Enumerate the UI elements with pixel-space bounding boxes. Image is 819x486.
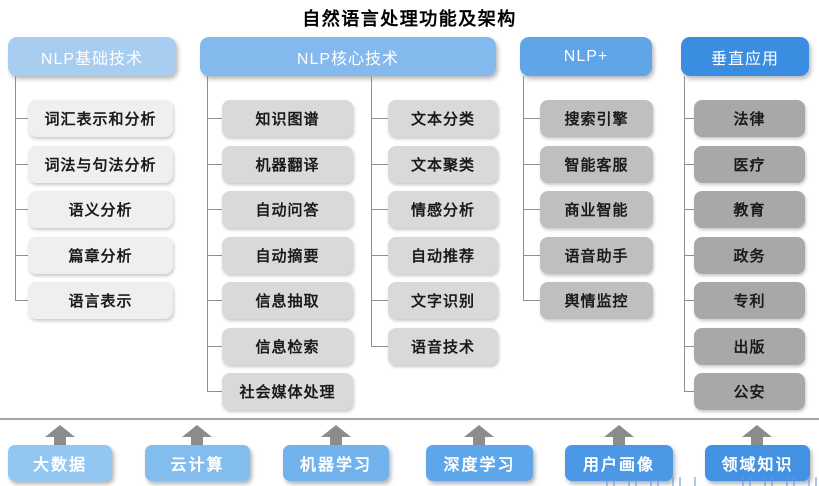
connector-branch bbox=[684, 346, 694, 347]
node-basic-semantic-analysis: 语义分析 bbox=[28, 191, 173, 228]
node-vertical-education: 教育 bbox=[694, 191, 805, 228]
node-plus-business-intelligence: 商业智能 bbox=[540, 191, 653, 228]
connector-branch bbox=[207, 209, 222, 210]
connector-branch bbox=[684, 118, 694, 119]
up-arrow-icon bbox=[464, 425, 494, 445]
node-core-text-classification: 文本分类 bbox=[388, 100, 498, 137]
node-core-information-extraction: 信息抽取 bbox=[222, 282, 353, 319]
node-core-auto-recommendation: 自动推荐 bbox=[388, 237, 498, 274]
foundation-deep-learning: 深度学习 bbox=[426, 445, 533, 481]
column-header-nlp-plus: NLP+ bbox=[520, 37, 652, 76]
column-header-vertical-apps: 垂直应用 bbox=[681, 37, 809, 76]
up-arrow-icon bbox=[45, 425, 75, 445]
connector-trunk-core-right bbox=[371, 76, 372, 346]
node-core-information-retrieval: 信息检索 bbox=[222, 328, 353, 365]
foundation-user-profile: 用户画像 bbox=[565, 445, 673, 481]
node-core-question-answering: 自动问答 bbox=[222, 191, 353, 228]
connector-branch bbox=[207, 391, 222, 392]
connector-branch bbox=[684, 164, 694, 165]
connector-branch bbox=[207, 346, 222, 347]
node-basic-morph-syntax-analysis: 词法与句法分析 bbox=[28, 146, 173, 183]
node-vertical-public-security: 公安 bbox=[694, 373, 805, 410]
watermark-partial bbox=[738, 477, 818, 486]
watermark-partial bbox=[602, 477, 698, 486]
connector-branch bbox=[15, 255, 28, 256]
connector-branch bbox=[523, 164, 540, 165]
connector-branch bbox=[371, 164, 388, 165]
node-core-social-media-processing: 社会媒体处理 bbox=[222, 373, 353, 410]
node-core-text-clustering: 文本聚类 bbox=[388, 146, 498, 183]
up-arrow-icon bbox=[604, 425, 634, 445]
connector-branch bbox=[371, 255, 388, 256]
up-arrow-icon bbox=[742, 425, 772, 445]
connector-branch bbox=[684, 391, 694, 392]
connector-branch bbox=[207, 255, 222, 256]
foundation-machine-learning: 机器学习 bbox=[283, 445, 389, 481]
node-basic-lexical-representation: 词汇表示和分析 bbox=[28, 100, 173, 137]
connector-branch bbox=[371, 346, 388, 347]
connector-branch bbox=[523, 255, 540, 256]
connector-branch bbox=[371, 300, 388, 301]
connector-branch bbox=[371, 118, 388, 119]
node-plus-opinion-monitoring: 舆情监控 bbox=[540, 282, 653, 319]
node-core-knowledge-graph: 知识图谱 bbox=[222, 100, 353, 137]
connector-trunk-nlp-plus bbox=[523, 76, 524, 300]
node-core-machine-translation: 机器翻译 bbox=[222, 146, 353, 183]
connector-branch bbox=[523, 300, 540, 301]
connector-branch bbox=[523, 209, 540, 210]
connector-branch bbox=[207, 300, 222, 301]
node-vertical-law: 法律 bbox=[694, 100, 805, 137]
connector-branch bbox=[207, 118, 222, 119]
connector-branch bbox=[684, 300, 694, 301]
connector-branch bbox=[15, 164, 28, 165]
node-basic-discourse-analysis: 篇章分析 bbox=[28, 237, 173, 274]
node-vertical-patent: 专利 bbox=[694, 282, 805, 319]
connector-trunk-vertical bbox=[684, 76, 685, 391]
node-vertical-medical: 医疗 bbox=[694, 146, 805, 183]
node-plus-smart-customer-service: 智能客服 bbox=[540, 146, 653, 183]
node-vertical-publishing: 出版 bbox=[694, 328, 805, 365]
up-arrow-icon bbox=[182, 425, 212, 445]
foundation-separator-line bbox=[0, 418, 819, 420]
connector-trunk-core-left bbox=[207, 76, 208, 391]
node-core-sentiment-analysis: 情感分析 bbox=[388, 191, 498, 228]
column-header-nlp-basic: NLP基础技术 bbox=[8, 37, 176, 76]
foundation-cloud-computing: 云计算 bbox=[145, 445, 250, 481]
connector-branch bbox=[15, 118, 28, 119]
connector-branch bbox=[523, 118, 540, 119]
node-basic-language-representation: 语言表示 bbox=[28, 282, 173, 319]
connector-branch bbox=[15, 209, 28, 210]
up-arrow-icon bbox=[321, 425, 351, 445]
connector-branch bbox=[684, 209, 694, 210]
node-vertical-government: 政务 bbox=[694, 237, 805, 274]
connector-branch bbox=[371, 209, 388, 210]
column-header-nlp-core: NLP核心技术 bbox=[200, 37, 496, 76]
connector-branch bbox=[207, 164, 222, 165]
node-core-ocr: 文字识别 bbox=[388, 282, 498, 319]
connector-trunk-basic bbox=[15, 76, 16, 300]
node-plus-search-engine: 搜索引擎 bbox=[540, 100, 653, 137]
foundation-domain-knowledge: 领域知识 bbox=[705, 445, 810, 481]
node-plus-voice-assistant: 语音助手 bbox=[540, 237, 653, 274]
node-core-speech-technology: 语音技术 bbox=[388, 328, 498, 365]
connector-branch bbox=[15, 300, 28, 301]
diagram-title: 自然语言处理功能及架构 bbox=[302, 9, 517, 29]
node-core-auto-summarization: 自动摘要 bbox=[222, 237, 353, 274]
connector-branch bbox=[684, 255, 694, 256]
foundation-big-data: 大数据 bbox=[8, 445, 112, 481]
